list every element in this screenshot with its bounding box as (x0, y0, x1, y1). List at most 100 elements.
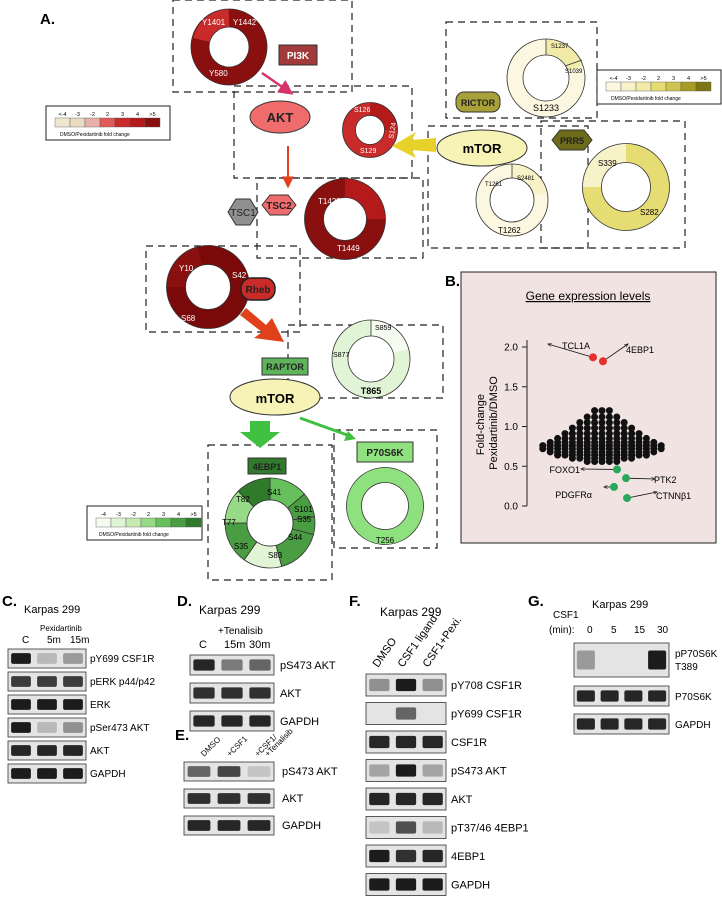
legend-yellow-swatches-swatch-6 (695, 81, 712, 92)
blot-d-lane-2: 30m (249, 639, 270, 651)
legend-green-swatches-tick-0: -4 (101, 512, 106, 518)
gene-point-3-8 (628, 424, 636, 432)
eif4ebp1-site-7: T82 (236, 495, 250, 504)
blot-c-row-3: pSer473 AKT (90, 723, 149, 734)
gene-point-3-1 (576, 424, 584, 432)
panel-f-label: F. (349, 593, 361, 610)
mtor-upper-node (436, 129, 528, 167)
rheb-group: Y10 S42 S68 Rheb (166, 245, 276, 329)
blot-c-strip-2-band-1 (37, 699, 57, 710)
akt-group: AKT S126 S124 S129 (249, 100, 398, 158)
legend-green-swatches-tick-4: 3 (162, 512, 165, 518)
y-tick-label-4: 2.0 (504, 343, 518, 354)
blot-e-strip-2-band-0 (187, 820, 211, 831)
blot-g-lane-2: 15 (634, 625, 646, 636)
blot-c-strip-5-band-2 (63, 768, 83, 779)
blot-c-strip-1-band-1 (37, 676, 57, 687)
mtor-site-2: T1262 (498, 226, 521, 235)
legend-green-swatches-swatch-1 (110, 517, 127, 528)
p70s6k-node (356, 441, 414, 463)
gene-point-highlight-1 (599, 357, 607, 366)
blot-e-strip-2-band-1 (217, 820, 241, 831)
gene-point-3-0 (568, 424, 576, 432)
blot-d-strip-0-band-1 (221, 659, 243, 671)
blot-f-strip-0-band-1 (395, 678, 417, 692)
blot-g-row-2: P70S6K (675, 692, 712, 703)
blot-e-strip-0-band-0 (187, 766, 211, 777)
blot-c-strip-4-band-2 (63, 745, 83, 756)
blot-g-row-0: pP70S6K (675, 649, 718, 660)
blot-f-strip-5-band-1 (395, 821, 417, 834)
eif4ebp1-site-2: S35 (297, 515, 312, 524)
gene-point-11-0 (568, 454, 576, 462)
blot-e-strip-1-band-2 (247, 793, 271, 804)
pi3k-donut-seg (193, 9, 230, 43)
blot-f-strip-7-band-1 (395, 878, 417, 891)
gene-point-12-3 (605, 457, 613, 465)
tsc2-site-1: T1449 (337, 244, 360, 253)
gene-point-3-2 (583, 424, 591, 432)
blot-f-strip-6-band-2 (422, 849, 443, 863)
eif4ebp1-site-4: S83 (268, 551, 283, 560)
blot-c-row-1: pERK p44/p42 (90, 677, 155, 688)
blot-c-drug: Pexidartinib (40, 624, 82, 633)
pi3k-box (172, 0, 353, 93)
eif4ebp1-site-5: S35 (234, 542, 249, 551)
mtor-upper-label: mTOR (463, 141, 502, 156)
y-axis-label: Fold-change Pexidartinib/DMSO (475, 376, 500, 470)
gene-point-1-3 (605, 413, 613, 421)
blot-e-row-0: pS473 AKT (282, 766, 338, 778)
rictor-site-1: S1039 (565, 69, 583, 75)
legend-yellow-caption: DMSO/Pexidartinib fold change (611, 96, 681, 102)
rheb-node (240, 277, 276, 301)
gene-point-highlight-2 (613, 465, 621, 474)
blot-f-strip-3-band-0 (369, 764, 390, 777)
mtor-site-1: S2481 (517, 176, 535, 182)
legend-red-caption: DMSO/Pexidartinib fold change (60, 132, 130, 138)
legend-yellow-swatches-swatch-4 (665, 81, 682, 92)
pi3k-site-2: Y580 (209, 69, 228, 78)
blot-g-cell: Karpas 299 (592, 599, 648, 611)
gene-point-highlight-0 (589, 353, 597, 362)
blot-c-strip-0-band-2 (63, 653, 83, 664)
tsc2-node (261, 194, 297, 216)
legend-red-swatches-swatch-3 (99, 117, 116, 128)
blot-d-strip-2-band-1 (221, 715, 243, 727)
blot-c-row-2: ERK (90, 700, 111, 711)
gene-point-2-1 (583, 419, 591, 427)
blot-c-strip-2-band-0 (11, 699, 31, 710)
blot-f-row-6: 4EBP1 (451, 851, 485, 863)
legend-green-swatches-swatch-2 (125, 517, 142, 528)
gene-callout-3 (625, 478, 655, 479)
y-ticks: 0.00.51.01.52.0 (504, 343, 527, 513)
blot-e-strip-1-band-0 (187, 793, 211, 804)
blot-f-strip-4-band-0 (369, 792, 390, 806)
tsc1-node (227, 198, 259, 226)
blot-g-strip-1 (573, 685, 670, 707)
rheb-site-0: Y10 (179, 264, 194, 273)
legend-yellow-swatches-swatch-2 (635, 81, 652, 92)
blot-c-strip-1-band-0 (11, 676, 31, 687)
blot-e-lane-1-0: +CSF1 (225, 734, 250, 759)
blot-c-strip-3-band-1 (37, 722, 57, 733)
blot-c-row-0: pY699 CSF1R (90, 654, 154, 665)
raptor-site-0: S859 (375, 325, 391, 332)
gene-point-9-0 (546, 448, 554, 456)
gene-point-1-4 (613, 413, 621, 421)
blot-g-strip-2-band-3 (648, 718, 667, 730)
blot-f-strip-7-band-2 (422, 878, 443, 891)
gene-point-2-6 (620, 419, 628, 427)
akt-box (233, 85, 413, 179)
blot-d-strip-0-band-0 (193, 659, 215, 671)
blot-f-row-5: pT37/46 4EBP1 (451, 823, 529, 835)
blot-f-row-1: pY699 CSF1R (451, 709, 522, 721)
gene-point-1-2 (598, 413, 606, 421)
prr5-label: PRR5 (560, 136, 584, 146)
y-tick-label-1: 0.5 (504, 462, 518, 473)
